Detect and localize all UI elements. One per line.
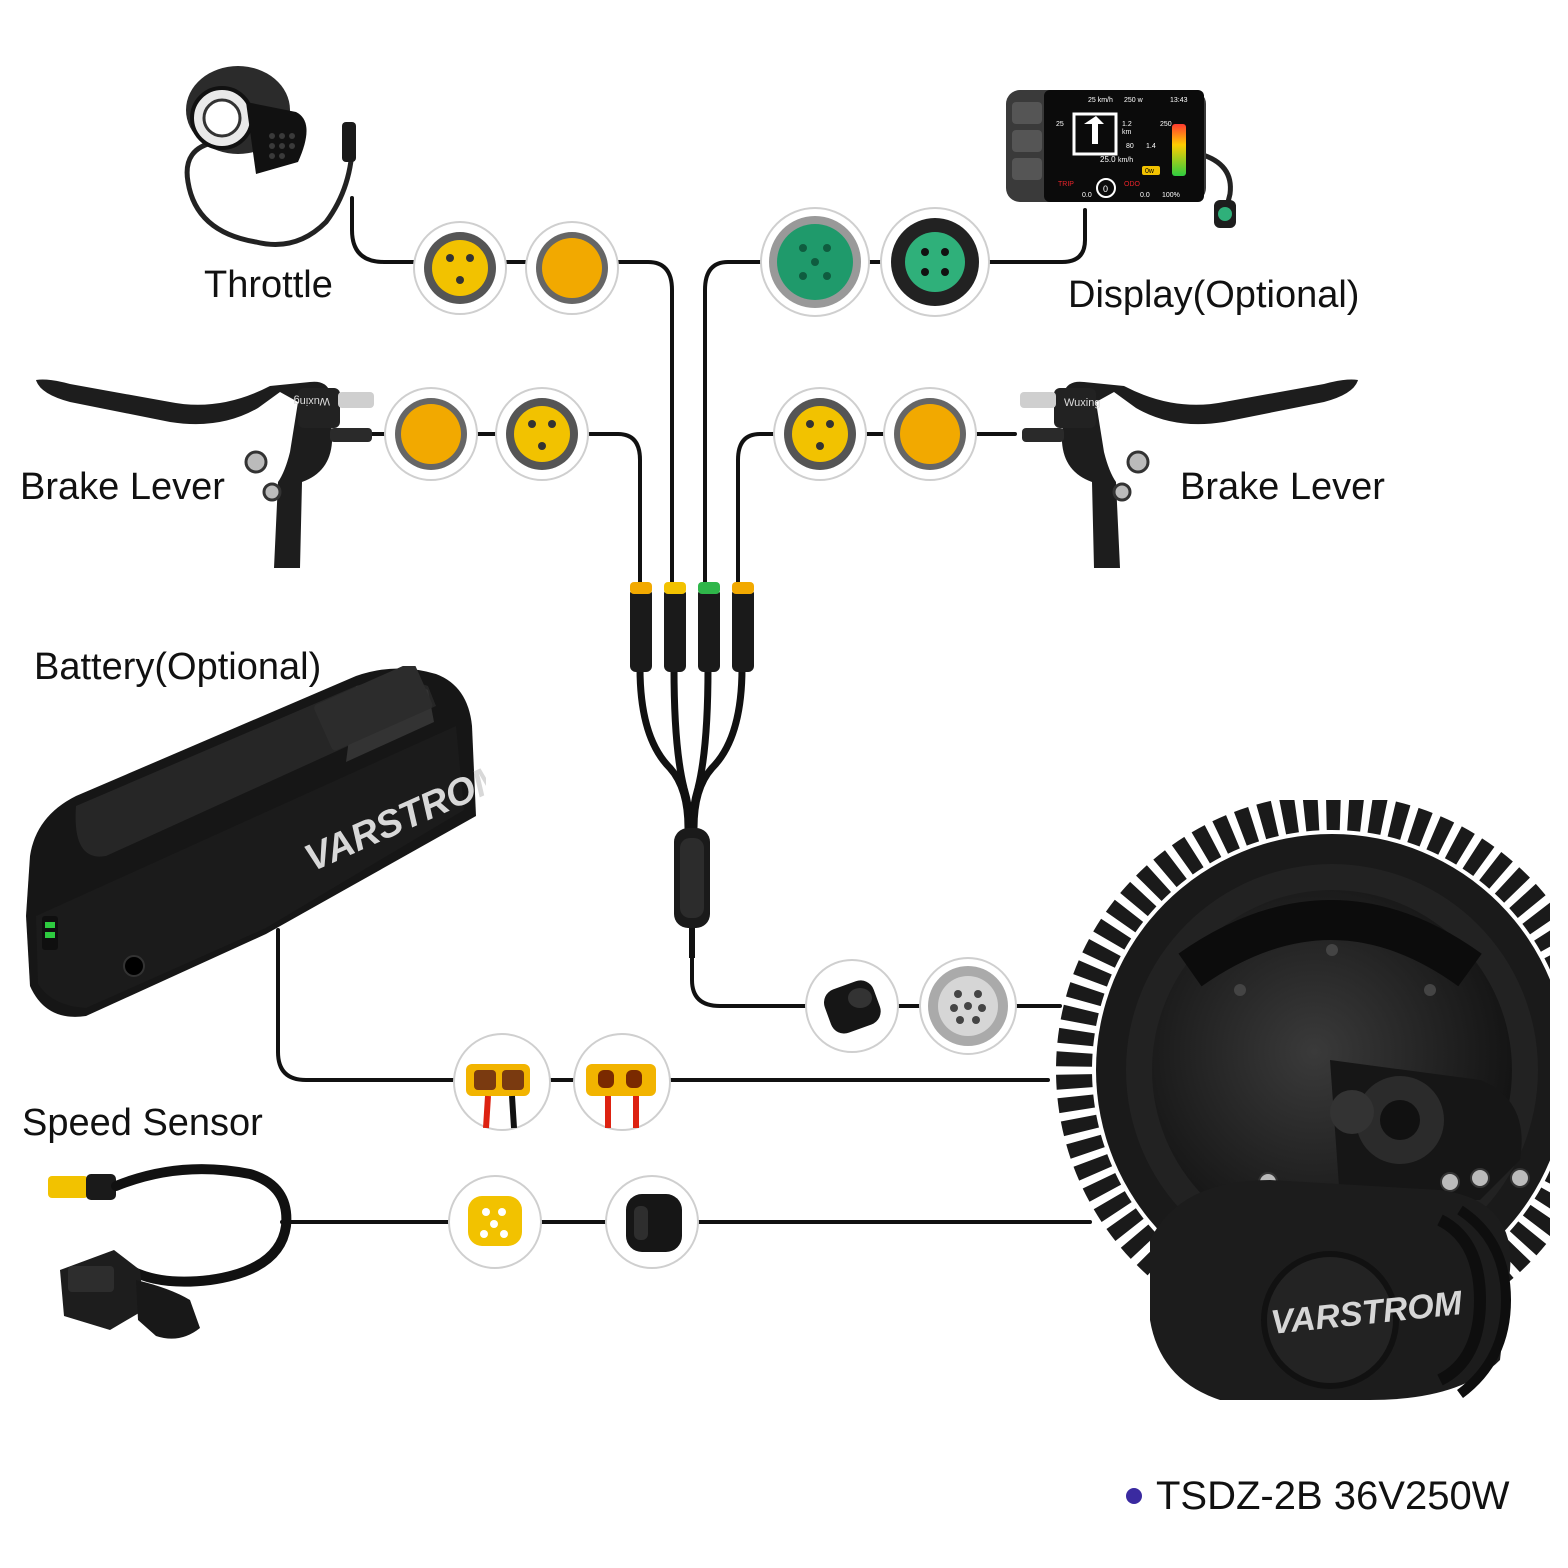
display-trip: TRIP: [1058, 181, 1074, 188]
brake-lever-right-device: Wuxing: [1020, 379, 1358, 568]
display-connector-female: [760, 207, 870, 317]
display-speed-top: 25 km/h: [1088, 97, 1113, 104]
battery-device: VARSTROM: [26, 666, 486, 1017]
display-connector-male: [880, 207, 990, 317]
display-bottom-left: 0.0: [1082, 192, 1092, 199]
model-caption: TSDZ-2B 36V250W: [1126, 1476, 1509, 1516]
speed-sensor-connector: [448, 1175, 542, 1269]
throttle-device: [184, 66, 356, 247]
wiring-harness-1t4: [630, 582, 754, 958]
throttle-to-hub-wire: [613, 260, 674, 592]
label-model: TSDZ-2B 36V250W: [1156, 1474, 1510, 1518]
model-bullet-icon: [1126, 1488, 1142, 1504]
display-to-hub-wire: [703, 260, 766, 592]
motor-harness-connector-cap: [805, 959, 899, 1053]
brake-left-connector-female: [495, 387, 589, 481]
mid-drive-motor: VARSTROM: [1056, 800, 1550, 1400]
brake-right-brand: Wuxing: [1064, 397, 1100, 409]
display-power-right: 250: [1160, 121, 1172, 128]
brake-right-connector-female: [773, 387, 867, 481]
display-dist-unit: km: [1122, 129, 1132, 136]
display-device: 25 km/h 250 w 13:43 25 1.2 km 250 80 1.4…: [1006, 90, 1236, 228]
speed-sensor-device: [48, 1164, 292, 1339]
display-bottom-mid: 0.0: [1140, 192, 1150, 199]
display-val-80: 80: [1126, 143, 1134, 150]
brake-right-to-hub-wire: [736, 432, 779, 592]
harness-to-motor-wire: [690, 953, 810, 1008]
display-battery-pct: 100%: [1162, 192, 1180, 199]
label-throttle: Throttle: [204, 264, 333, 306]
brake-left-connector-male: [384, 387, 478, 481]
display-wire: [988, 208, 1087, 264]
throttle-connector-male: [525, 221, 619, 315]
display-dist: 1.2: [1122, 121, 1132, 128]
display-time: 13:43: [1170, 97, 1188, 104]
throttle-wire: [350, 196, 422, 264]
display-speed-left: 25: [1056, 121, 1064, 128]
motor-harness-connector-socket: [919, 957, 1017, 1055]
display-power-top: 250 w: [1124, 97, 1144, 104]
display-speed-mid: 25.0: [1100, 155, 1116, 164]
display-watts-badge: 0w: [1145, 168, 1155, 175]
label-brake-lever-left: Brake Lever: [20, 466, 225, 508]
motor-speed-sensor-connector: [605, 1175, 699, 1269]
battery-wire: [276, 928, 460, 1082]
harness-plug-3: [698, 582, 720, 672]
brake-left-brand: Wuxing: [294, 395, 330, 407]
harness-plug-1: [630, 582, 652, 672]
throttle-connector-female: [413, 221, 507, 315]
display-odo: ODO: [1124, 181, 1141, 188]
label-display: Display(Optional): [1068, 274, 1360, 316]
label-battery: Battery(Optional): [34, 646, 322, 688]
display-val-14: 1.4: [1146, 143, 1156, 150]
label-speed-sensor: Speed Sensor: [22, 1102, 263, 1144]
battery-xt60-connector: [453, 1033, 551, 1131]
display-speed-mid-unit: km/h: [1118, 157, 1133, 164]
brake-lever-left-device: Wuxing: [36, 379, 374, 568]
motor-xt60-connector: [573, 1033, 671, 1131]
brake-right-connector-male: [883, 387, 977, 481]
display-assist-level: 0: [1103, 184, 1108, 194]
brake-left-to-hub-wire: [588, 432, 642, 592]
harness-plug-4: [732, 582, 754, 672]
harness-plug-2: [664, 582, 686, 672]
label-brake-lever-right: Brake Lever: [1180, 466, 1385, 508]
